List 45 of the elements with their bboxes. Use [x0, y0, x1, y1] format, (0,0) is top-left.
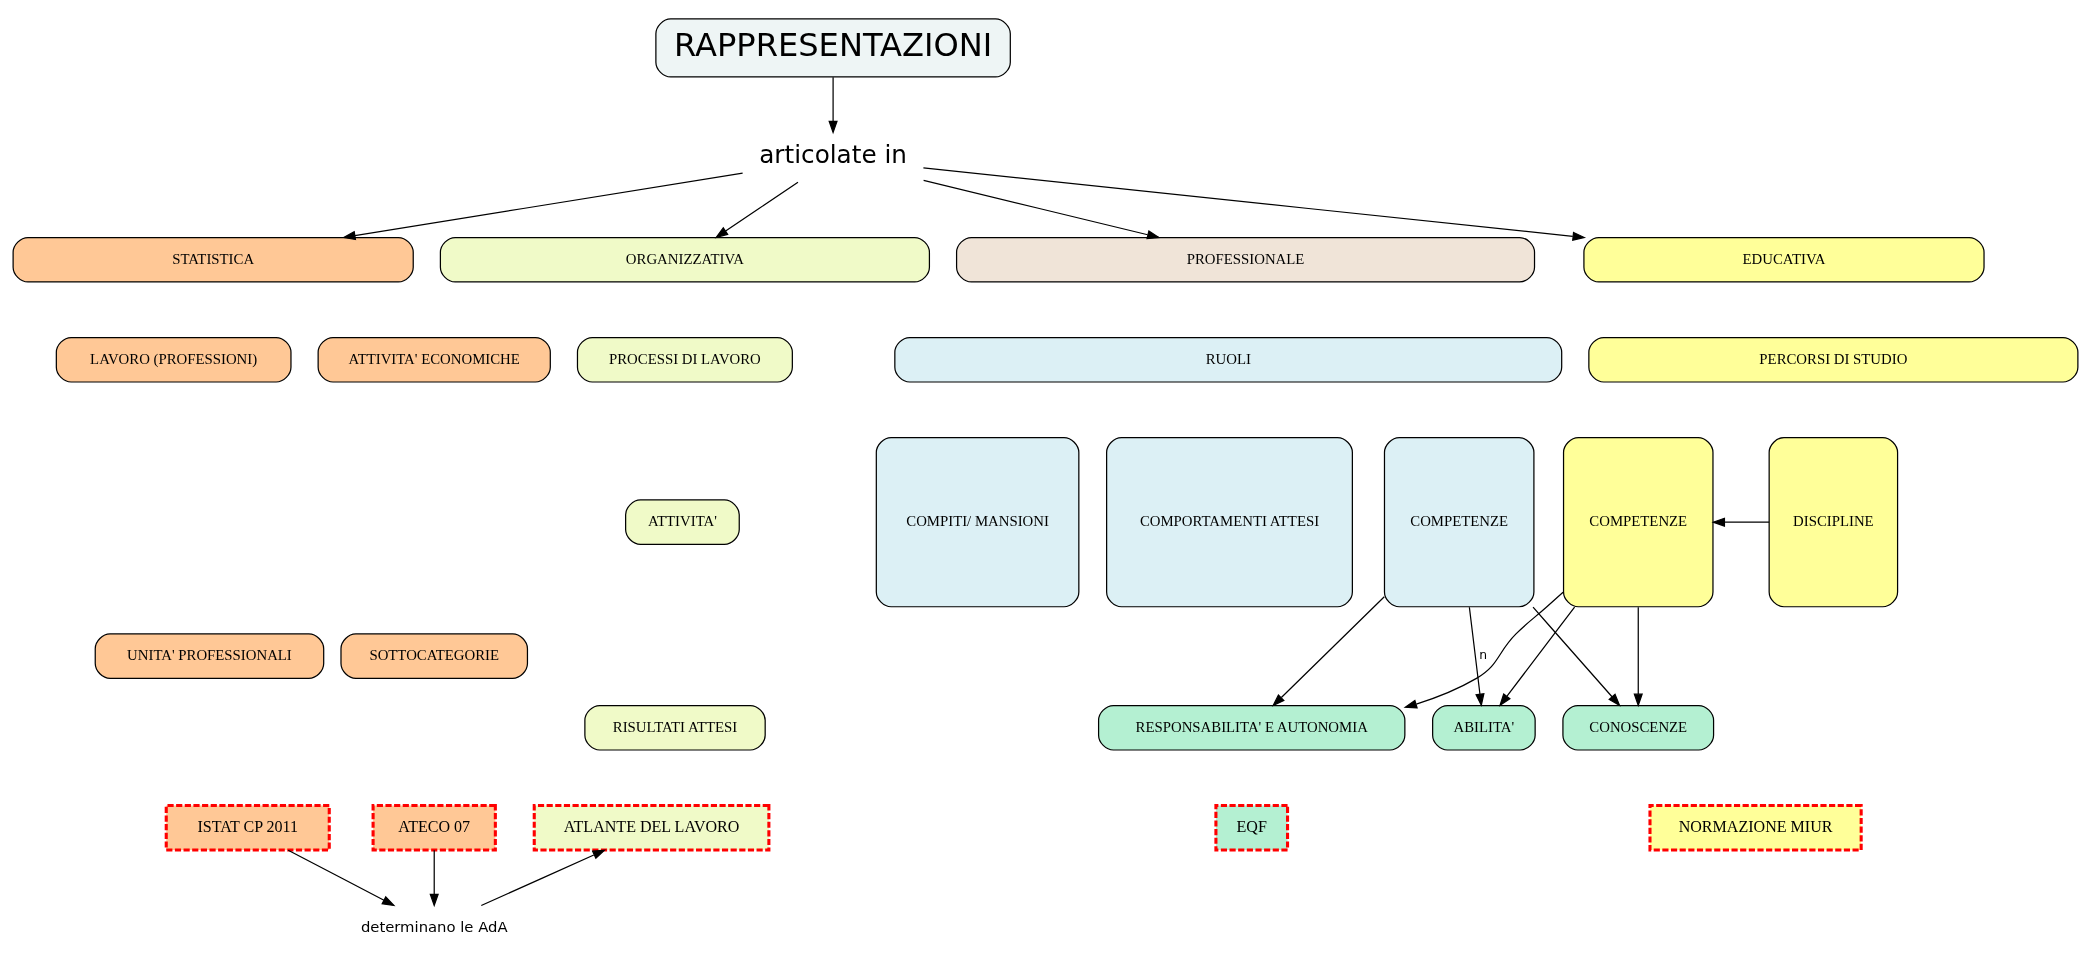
arrow [1498, 606, 1576, 707]
arrow [828, 76, 838, 135]
arrow [1403, 591, 1564, 709]
node-box: STATISTICA [12, 236, 414, 283]
node-box: PROFESSIONALE [955, 236, 1536, 283]
node-box: EQF [1214, 804, 1290, 852]
arrow [923, 179, 1161, 240]
node-box: EDUCATIVA [1583, 236, 1985, 283]
node-box: COMPORTAMENTI ATTESI [1106, 436, 1353, 608]
node-box: ABILITA' [1432, 704, 1536, 751]
edge-label: n [1479, 648, 1488, 663]
node-box: CONOSCENZE [1562, 704, 1715, 751]
arrow [480, 849, 607, 907]
node-box: UNITA' PROFESSIONALI [94, 633, 325, 679]
node-box: RAPPRESENTAZIONI [655, 18, 1011, 78]
node-text: articolate in [759, 140, 907, 170]
node-box: SOTTOCATEGORIE [340, 633, 529, 679]
arrow [1271, 596, 1385, 707]
node-box: ISTAT CP 2011 [164, 804, 331, 852]
node-box: ATTIVITA' ECONOMICHE [317, 336, 551, 383]
node-box: ATECO 07 [371, 804, 497, 852]
arrow [714, 181, 799, 239]
arrow [1711, 517, 1770, 527]
node-box: ATTIVITA' [625, 499, 740, 545]
arrow [287, 849, 396, 907]
node-box: RUOLI [894, 336, 1563, 383]
node-box: COMPETENZE [1383, 436, 1535, 608]
node-box: COMPITI/ MANSIONI [875, 436, 1080, 608]
node-box: ORGANIZZATIVA [439, 236, 931, 283]
node-box: COMPETENZE [1562, 436, 1714, 608]
arrow [1468, 606, 1485, 708]
arrow [342, 172, 744, 241]
node-box: DISCIPLINE [1768, 436, 1899, 608]
node-box: PROCESSI DI LAVORO [576, 336, 793, 383]
arrow [1633, 606, 1643, 708]
node-box: NORMAZIONE MIUR [1648, 804, 1863, 852]
arrow [429, 849, 439, 908]
node-box: PERCORSI DI STUDIO [1588, 336, 2079, 383]
node-text: determinano le AdA [360, 917, 508, 935]
node-box: RESPONSABILITA' E AUTONOMIA [1098, 704, 1406, 751]
node-box: LAVORO (PROFESSIONI) [55, 336, 292, 383]
arrow [922, 167, 1587, 241]
node-box: RISULTATI ATTESI [584, 704, 766, 751]
arrow [1532, 606, 1621, 707]
node-box: ATLANTE DEL LAVORO [532, 804, 771, 852]
